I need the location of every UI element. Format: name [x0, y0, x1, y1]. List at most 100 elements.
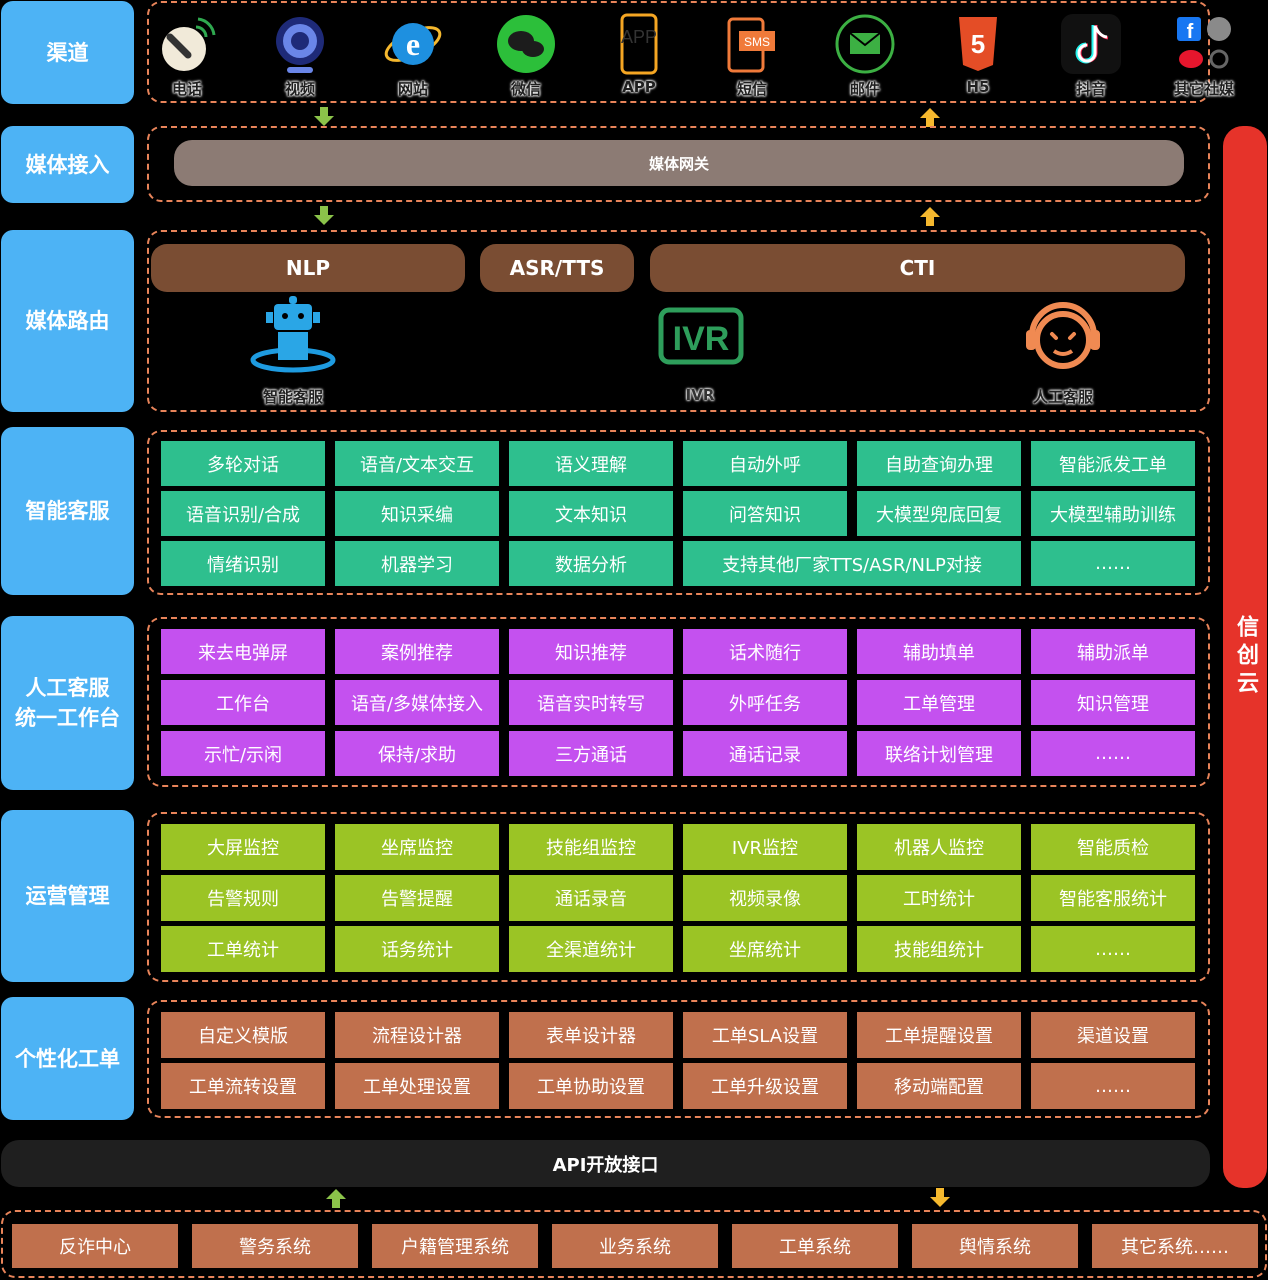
- agent-workstation-cell: 知识管理: [1031, 680, 1195, 725]
- layer-label-media-routing: 媒体路由: [1, 230, 134, 412]
- channel-label: 电话: [171, 80, 202, 98]
- channel-label: 抖音: [1075, 80, 1106, 98]
- cti-bar: CTI: [650, 244, 1185, 292]
- wechat-icon: [494, 12, 558, 76]
- smart-cs-cell: 知识采编: [335, 491, 499, 536]
- smart-cs-cell: 语义理解: [509, 441, 673, 486]
- operations-cell: IVR监控: [683, 824, 847, 870]
- down-arrow-icon: [314, 107, 334, 126]
- channel-label: 视频: [284, 80, 315, 98]
- agent-workstation-cell: 知识推荐: [509, 629, 673, 674]
- ticket-cell: 自定义模版: [161, 1012, 325, 1058]
- agent-label: 人工客服: [1032, 388, 1093, 406]
- up-arrow-icon: [920, 108, 940, 127]
- agent-workstation-cell: ……: [1031, 731, 1195, 776]
- arrow-up-2: [918, 206, 942, 226]
- channel-label: 其它社媒: [1173, 80, 1234, 98]
- arrow-up-3: [324, 1188, 348, 1208]
- operations-cell: 机器人监控: [857, 824, 1021, 870]
- ticket-cell: 移动端配置: [857, 1063, 1021, 1109]
- channel-label: 邮件: [849, 80, 880, 98]
- agent-workstation-cell: 语音实时转写: [509, 680, 673, 725]
- svg-text:e: e: [406, 26, 420, 62]
- media-access-frame: [147, 126, 1210, 202]
- smart-cs-cell: ……: [1031, 541, 1195, 586]
- system-item: 舆情系统: [912, 1224, 1078, 1268]
- ticket-cell: 工单处理设置: [335, 1063, 499, 1109]
- operations-cell: 工时统计: [857, 875, 1021, 921]
- operations-cell: 全渠道统计: [509, 926, 673, 972]
- arrow-up-1: [918, 107, 942, 127]
- nlp-bar: NLP: [151, 244, 465, 292]
- douyin-icon: [1059, 12, 1123, 76]
- system-item: 警务系统: [192, 1224, 358, 1268]
- layer-label-media-access: 媒体接入: [1, 126, 134, 203]
- smart-cs-cell: 支持其他厂家TTS/ASR/NLP对接: [683, 541, 1021, 586]
- phone-icon: [155, 12, 219, 76]
- channel-frame: [147, 1, 1210, 103]
- channel-label: 网站: [397, 80, 428, 98]
- operations-cell: 智能客服统计: [1031, 875, 1195, 921]
- ticket-cell: 工单升级设置: [683, 1063, 847, 1109]
- svg-text:5: 5: [971, 29, 985, 59]
- operations-cell: 大屏监控: [161, 824, 325, 870]
- api-bar: API开放接口: [1, 1140, 1210, 1187]
- agent-workstation-cell: 来去电弹屏: [161, 629, 325, 674]
- arrow-down-3: [928, 1188, 952, 1208]
- operations-cell: 智能质检: [1031, 824, 1195, 870]
- operations-cell: 通话录音: [509, 875, 673, 921]
- up-arrow-icon: [326, 1189, 346, 1208]
- channel-browser: e 网站: [373, 12, 453, 99]
- app-icon: APP: [607, 12, 671, 76]
- channel-mail: 邮件: [825, 12, 905, 99]
- operations-cell: ……: [1031, 926, 1195, 972]
- smart-cs-cell: 情绪识别: [161, 541, 325, 586]
- smart-cs-cell: 语音/文本交互: [335, 441, 499, 486]
- ticket-cell: 工单SLA设置: [683, 1012, 847, 1058]
- operations-cell: 坐席监控: [335, 824, 499, 870]
- ticket-cell: 渠道设置: [1031, 1012, 1195, 1058]
- agent-workstation-cell: 三方通话: [509, 731, 673, 776]
- ivr-label: IVR: [685, 386, 715, 404]
- ticket-cell: 工单流转设置: [161, 1063, 325, 1109]
- channel-label: H5: [966, 78, 990, 96]
- browser-icon: e: [381, 12, 445, 76]
- layer-label-ticket: 个性化工单: [1, 997, 134, 1120]
- video-camera-icon: [268, 12, 332, 76]
- operations-cell: 技能组统计: [857, 926, 1021, 972]
- agent-workstation-cell: 工作台: [161, 680, 325, 725]
- xinchuang-cloud-bar: 信创云: [1223, 126, 1267, 1188]
- agent-workstation-cell: 联络计划管理: [857, 731, 1021, 776]
- svg-text:SMS: SMS: [744, 35, 770, 49]
- channel-douyin: 抖音: [1051, 12, 1131, 99]
- svg-text:f: f: [1187, 21, 1194, 43]
- agent-workstation-cell: 保持/求助: [335, 731, 499, 776]
- ticket-cell: 工单提醒设置: [857, 1012, 1021, 1058]
- agent-workstation-cell: 语音/多媒体接入: [335, 680, 499, 725]
- smart-cs-frame: [147, 430, 1210, 595]
- html5-icon: 5: [946, 12, 1010, 76]
- smart-cs-cell: 自助查询办理: [857, 441, 1021, 486]
- system-item: 反诈中心: [12, 1224, 178, 1268]
- ticket-cell: 流程设计器: [335, 1012, 499, 1058]
- channel-label: APP: [622, 78, 656, 96]
- operations-cell: 坐席统计: [683, 926, 847, 972]
- smart-cs-cell: 多轮对话: [161, 441, 325, 486]
- operations-cell: 视频录像: [683, 875, 847, 921]
- ivr-icon: IVR: [658, 307, 744, 365]
- system-item: 其它系统……: [1092, 1224, 1258, 1268]
- agent-workstation-frame: [147, 617, 1210, 787]
- layer-label-operations: 运营管理: [1, 810, 134, 982]
- ticket-frame: [147, 1000, 1210, 1118]
- down-arrow-icon: [930, 1188, 950, 1207]
- smart-cs-cell: 大模型辅助训练: [1031, 491, 1195, 536]
- media-gateway: 媒体网关: [174, 140, 1184, 186]
- channel-label: 微信: [510, 80, 541, 98]
- agent-workstation-cell: 示忙/示闲: [161, 731, 325, 776]
- arrow-down-1: [312, 107, 336, 127]
- system-item: 户籍管理系统: [372, 1224, 538, 1268]
- robot-label: 智能客服: [262, 388, 323, 406]
- social-media-icon: f: [1172, 12, 1236, 76]
